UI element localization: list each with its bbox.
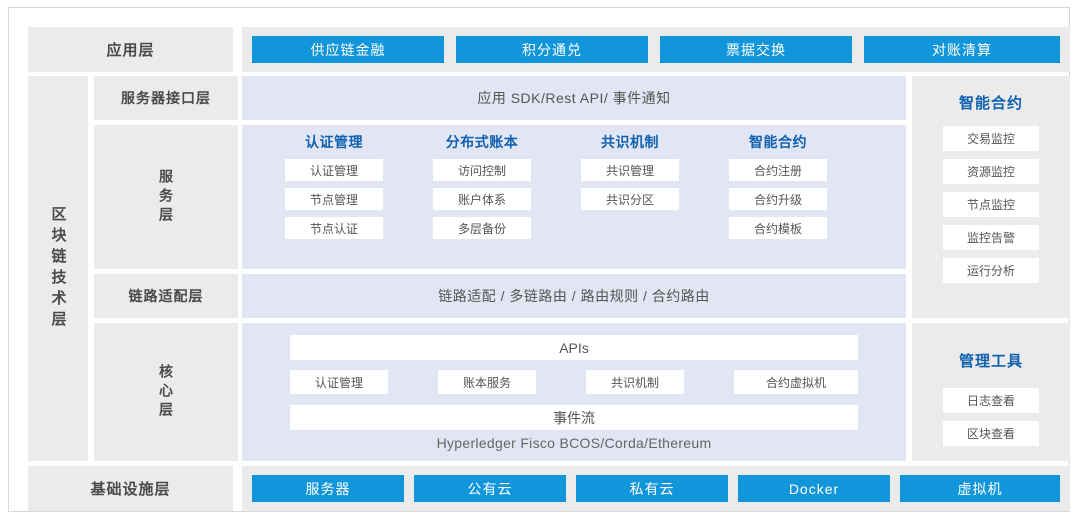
infra-item-public-cloud[interactable]: 公有云 <box>414 475 566 502</box>
service-item[interactable]: 认证管理 <box>285 159 383 181</box>
infra-item-docker[interactable]: Docker <box>738 475 890 502</box>
link-adaptation-layer-text: 链路适配 / 多链路由 / 路由规则 / 合约路由 <box>438 288 710 304</box>
right-panel-item[interactable]: 运行分析 <box>943 258 1039 283</box>
core-event-stream-bar[interactable]: 事件流 <box>290 405 858 430</box>
diagram-frame: 应用层 供应链金融 积分通兑 票据交换 对账清算 区块链技术层 服务器接口层 应… <box>8 7 1070 512</box>
service-item[interactable]: 共识分区 <box>581 188 679 210</box>
service-column-title: 分布式账本 <box>445 134 519 150</box>
core-module-consensus[interactable]: 共识机制 <box>586 370 684 394</box>
service-layer-label: 服务层 <box>94 125 238 269</box>
service-column-title: 认证管理 <box>305 134 363 150</box>
service-item[interactable]: 合约注册 <box>729 159 827 181</box>
application-layer-items: 供应链金融 积分通兑 票据交换 对账清算 <box>242 27 1070 72</box>
infrastructure-layer-items: 服务器 公有云 私有云 Docker 虚拟机 <box>242 466 1070 511</box>
app-item-bill-exchange[interactable]: 票据交换 <box>660 36 852 63</box>
service-item[interactable]: 共识管理 <box>581 159 679 181</box>
right-panel-item[interactable]: 交易监控 <box>943 126 1039 151</box>
right-panel-item[interactable]: 资源监控 <box>943 159 1039 184</box>
link-adaptation-layer-label: 链路适配层 <box>94 274 238 318</box>
service-item[interactable]: 合约模板 <box>729 217 827 239</box>
service-item[interactable]: 节点认证 <box>285 217 383 239</box>
service-item[interactable]: 节点管理 <box>285 188 383 210</box>
right-panel-item[interactable]: 区块查看 <box>943 421 1039 446</box>
server-interface-layer-content: 应用 SDK/Rest API/ 事件通知 <box>242 76 906 120</box>
right-panel-title: 管理工具 <box>958 353 1023 370</box>
service-column-title: 智能合约 <box>749 134 807 150</box>
app-item-points-exchange[interactable]: 积分通兑 <box>456 36 648 63</box>
infra-item-server[interactable]: 服务器 <box>252 475 404 502</box>
service-layer-panel: 认证管理 认证管理 节点管理 节点认证 分布式账本 访问控制 账户体系 多层备份… <box>242 125 906 269</box>
infra-item-virtual-machine[interactable]: 虚拟机 <box>900 475 1060 502</box>
infra-item-private-cloud[interactable]: 私有云 <box>576 475 728 502</box>
core-module-auth[interactable]: 认证管理 <box>290 370 388 394</box>
right-panel-item[interactable]: 日志查看 <box>943 388 1039 413</box>
infrastructure-layer-label: 基础设施层 <box>28 466 233 511</box>
application-layer-label: 应用层 <box>28 27 233 72</box>
right-panel-item[interactable]: 监控告警 <box>943 225 1039 250</box>
app-item-supply-chain-finance[interactable]: 供应链金融 <box>252 36 444 63</box>
service-item[interactable]: 访问控制 <box>433 159 531 181</box>
core-layer-panel: APIs 认证管理 账本服务 共识机制 合约虚拟机 事件流 Hyperledge… <box>242 323 906 461</box>
right-panel-title: 智能合约 <box>958 95 1023 112</box>
core-apis-bar[interactable]: APIs <box>290 335 858 360</box>
service-column-consensus: 共识机制 共识管理 共识分区 <box>556 125 704 269</box>
service-item[interactable]: 多层备份 <box>433 217 531 239</box>
right-panel-item[interactable]: 节点监控 <box>943 192 1039 217</box>
right-panel-smart-contract: 智能合约 交易监控 资源监控 节点监控 监控告警 运行分析 <box>912 76 1070 318</box>
service-item[interactable]: 合约升级 <box>729 188 827 210</box>
service-column-smart-contract: 智能合约 合约注册 合约升级 合约模板 <box>704 125 852 269</box>
link-adaptation-layer-content: 链路适配 / 多链路由 / 路由规则 / 合约路由 <box>242 274 906 318</box>
server-interface-layer-label: 服务器接口层 <box>94 76 238 120</box>
core-layer-label: 核心层 <box>94 323 238 461</box>
app-item-reconciliation-settlement[interactable]: 对账清算 <box>864 36 1060 63</box>
service-column-auth: 认证管理 认证管理 节点管理 节点认证 <box>260 125 408 269</box>
blockchain-tech-layer-label: 区块链技术层 <box>28 76 88 461</box>
core-module-ledger-service[interactable]: 账本服务 <box>438 370 536 394</box>
core-module-contract-vm[interactable]: 合约虚拟机 <box>734 370 858 394</box>
service-column-title: 共识机制 <box>601 134 659 150</box>
server-interface-layer-text: 应用 SDK/Rest API/ 事件通知 <box>477 90 671 106</box>
service-item[interactable]: 账户体系 <box>433 188 531 210</box>
service-column-ledger: 分布式账本 访问控制 账户体系 多层备份 <box>408 125 556 269</box>
core-layer-footer-text: Hyperledger Fisco BCOS/Corda/Ethereum <box>436 435 712 451</box>
right-panel-management-tools: 管理工具 日志查看 区块查看 <box>912 323 1070 461</box>
